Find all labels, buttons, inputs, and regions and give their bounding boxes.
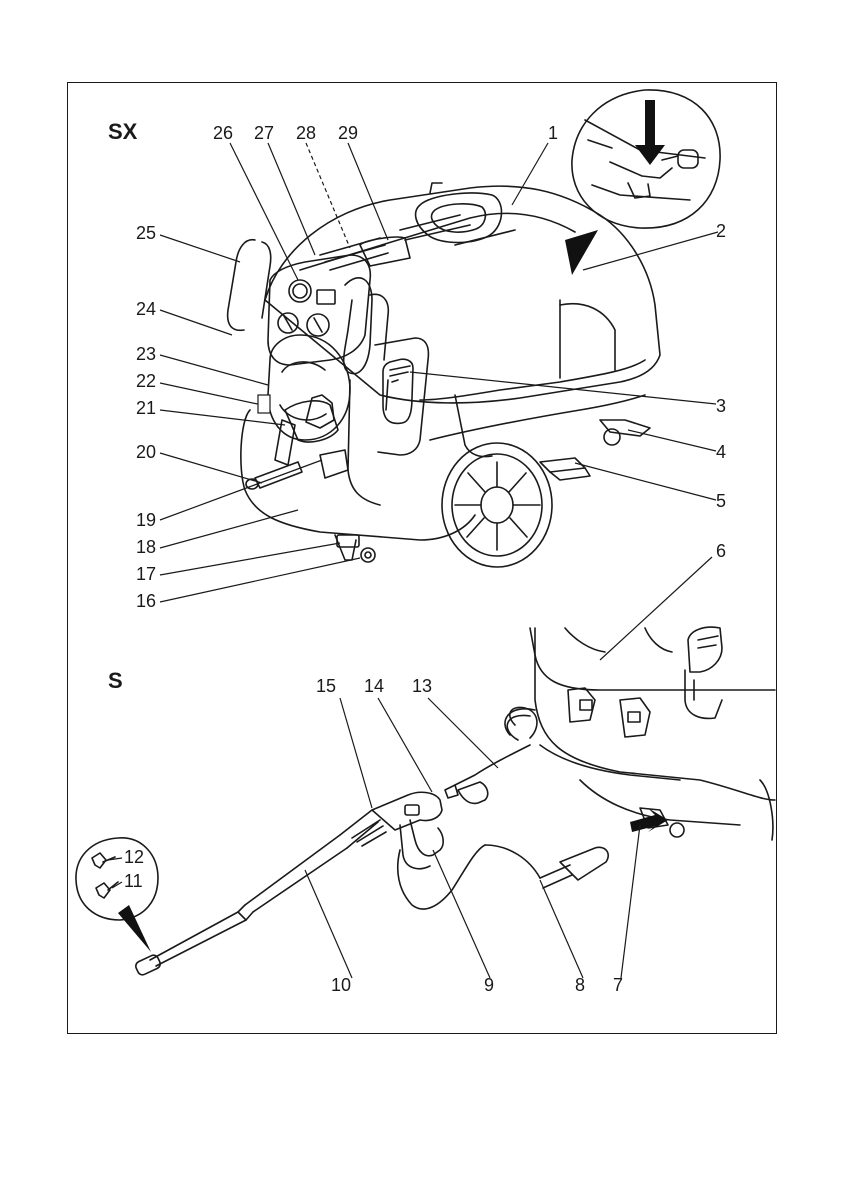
callout-26: 26: [213, 124, 233, 142]
indicator-arrows: [118, 100, 668, 952]
callout-11: 11: [124, 872, 143, 890]
callout-13: 13: [412, 677, 432, 695]
callout-25: 25: [136, 224, 156, 242]
callout-21: 21: [136, 399, 156, 417]
machine-sx-illustration: [228, 90, 720, 567]
callout-10: 10: [331, 976, 351, 994]
callout-7: 7: [613, 976, 623, 994]
callout-27: 27: [254, 124, 274, 142]
callout-14: 14: [364, 677, 384, 695]
callout-15: 15: [316, 677, 336, 695]
callout-16: 16: [136, 592, 156, 610]
callout-8: 8: [575, 976, 585, 994]
model-label-s: S: [108, 670, 123, 692]
callout-20: 20: [136, 443, 156, 461]
callout-22: 22: [136, 372, 156, 390]
callout-23: 23: [136, 345, 156, 363]
callout-5: 5: [716, 492, 726, 510]
callout-18: 18: [136, 538, 156, 556]
callout-12: 12: [124, 848, 144, 866]
callout-9: 9: [484, 976, 494, 994]
model-label-sx: SX: [108, 121, 137, 143]
callout-24: 24: [136, 300, 156, 318]
callout-19: 19: [136, 511, 156, 529]
callout-17: 17: [136, 565, 156, 583]
callout-1: 1: [548, 124, 558, 142]
callout-4: 4: [716, 443, 726, 461]
callout-2: 2: [716, 222, 726, 240]
callout-3: 3: [716, 397, 726, 415]
callout-6: 6: [716, 542, 726, 560]
callout-29: 29: [338, 124, 358, 142]
callout-28: 28: [296, 124, 316, 142]
